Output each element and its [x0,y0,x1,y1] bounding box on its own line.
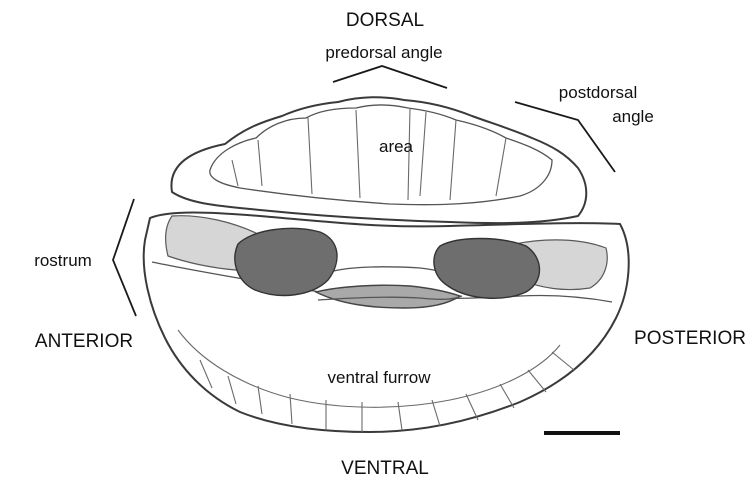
ventral-label: VENTRAL [341,458,429,479]
posterior-label: POSTERIOR [634,328,746,349]
anterior-label: ANTERIOR [35,331,133,352]
predorsal-angle-pointer [333,66,447,88]
ventral-furrow-label: ventral furrow [328,368,432,387]
predorsal-angle-label: predorsal angle [325,43,442,62]
area-label: area [379,137,414,156]
dorsal-area [171,97,586,223]
dorsal-label: DORSAL [346,10,424,31]
postdorsal-angle-label-line1: postdorsal [559,83,637,102]
anterior-muscle-scar [235,228,337,295]
rostrum-pointer [113,199,136,316]
rostrum-label: rostrum [34,251,92,270]
postdorsal-angle-label-line2: angle [612,107,654,126]
